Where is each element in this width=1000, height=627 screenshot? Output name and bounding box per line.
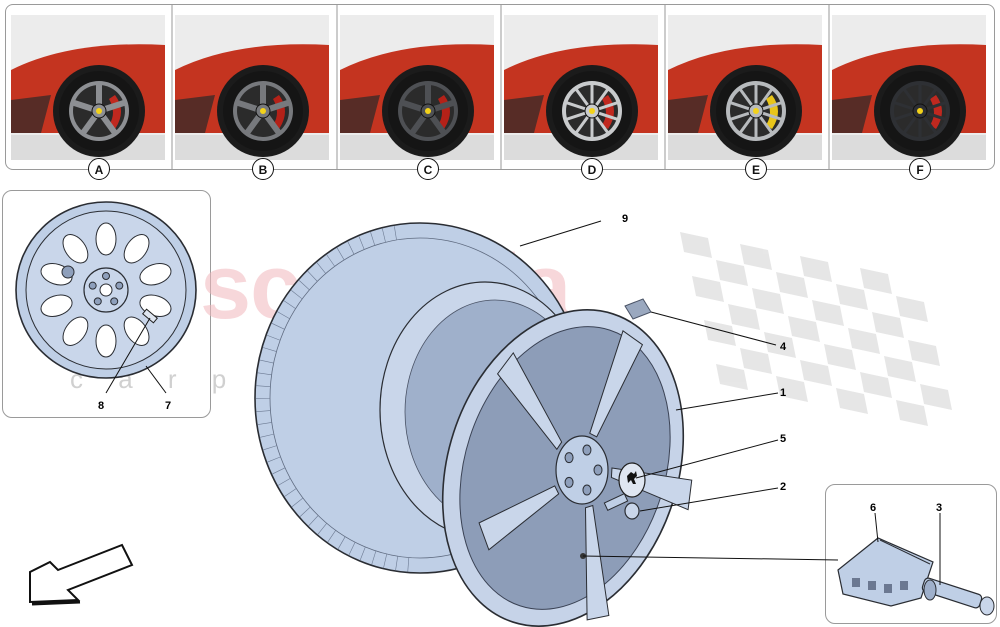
variant-thumb-e[interactable] [668,15,822,160]
variant-label-c: C [417,158,439,180]
label-6: 6 [870,502,876,514]
prancing-horse-icon [627,471,637,484]
variant-thumb-d[interactable] [504,15,658,160]
tpms-sensor [837,537,934,607]
label-7: 7 [165,400,171,412]
label-5: 5 [780,433,786,445]
variant-thumb-a[interactable] [11,15,165,160]
variant-label-b: B [252,158,274,180]
variant-thumb-c[interactable] [340,15,494,160]
label-1: 1 [780,387,786,399]
spare-valve [142,308,158,324]
label-9: 9 [622,213,628,225]
variant-label-f: F [909,158,931,180]
variant-thumb-f[interactable] [832,15,986,160]
spare-wheel [15,201,197,379]
variant-thumbnails [11,5,986,169]
tyre-valve [921,577,995,616]
variant-label-e: E [745,158,767,180]
variant-thumb-b[interactable] [175,15,329,160]
label-3: 3 [936,502,942,514]
label-8: 8 [98,400,104,412]
variant-label-d: D [581,158,603,180]
label-4: 4 [780,341,787,353]
leader-lines [105,220,941,585]
wheel-variant-strip: A B C D E F [5,4,995,180]
label-2: 2 [780,481,786,493]
wheel-bolt [603,493,640,520]
balance-weight [624,298,652,320]
wheel-rim [441,309,693,627]
variant-label-a: A [88,158,110,180]
checkered-flag-watermark [680,232,952,426]
direction-arrow [29,543,134,606]
